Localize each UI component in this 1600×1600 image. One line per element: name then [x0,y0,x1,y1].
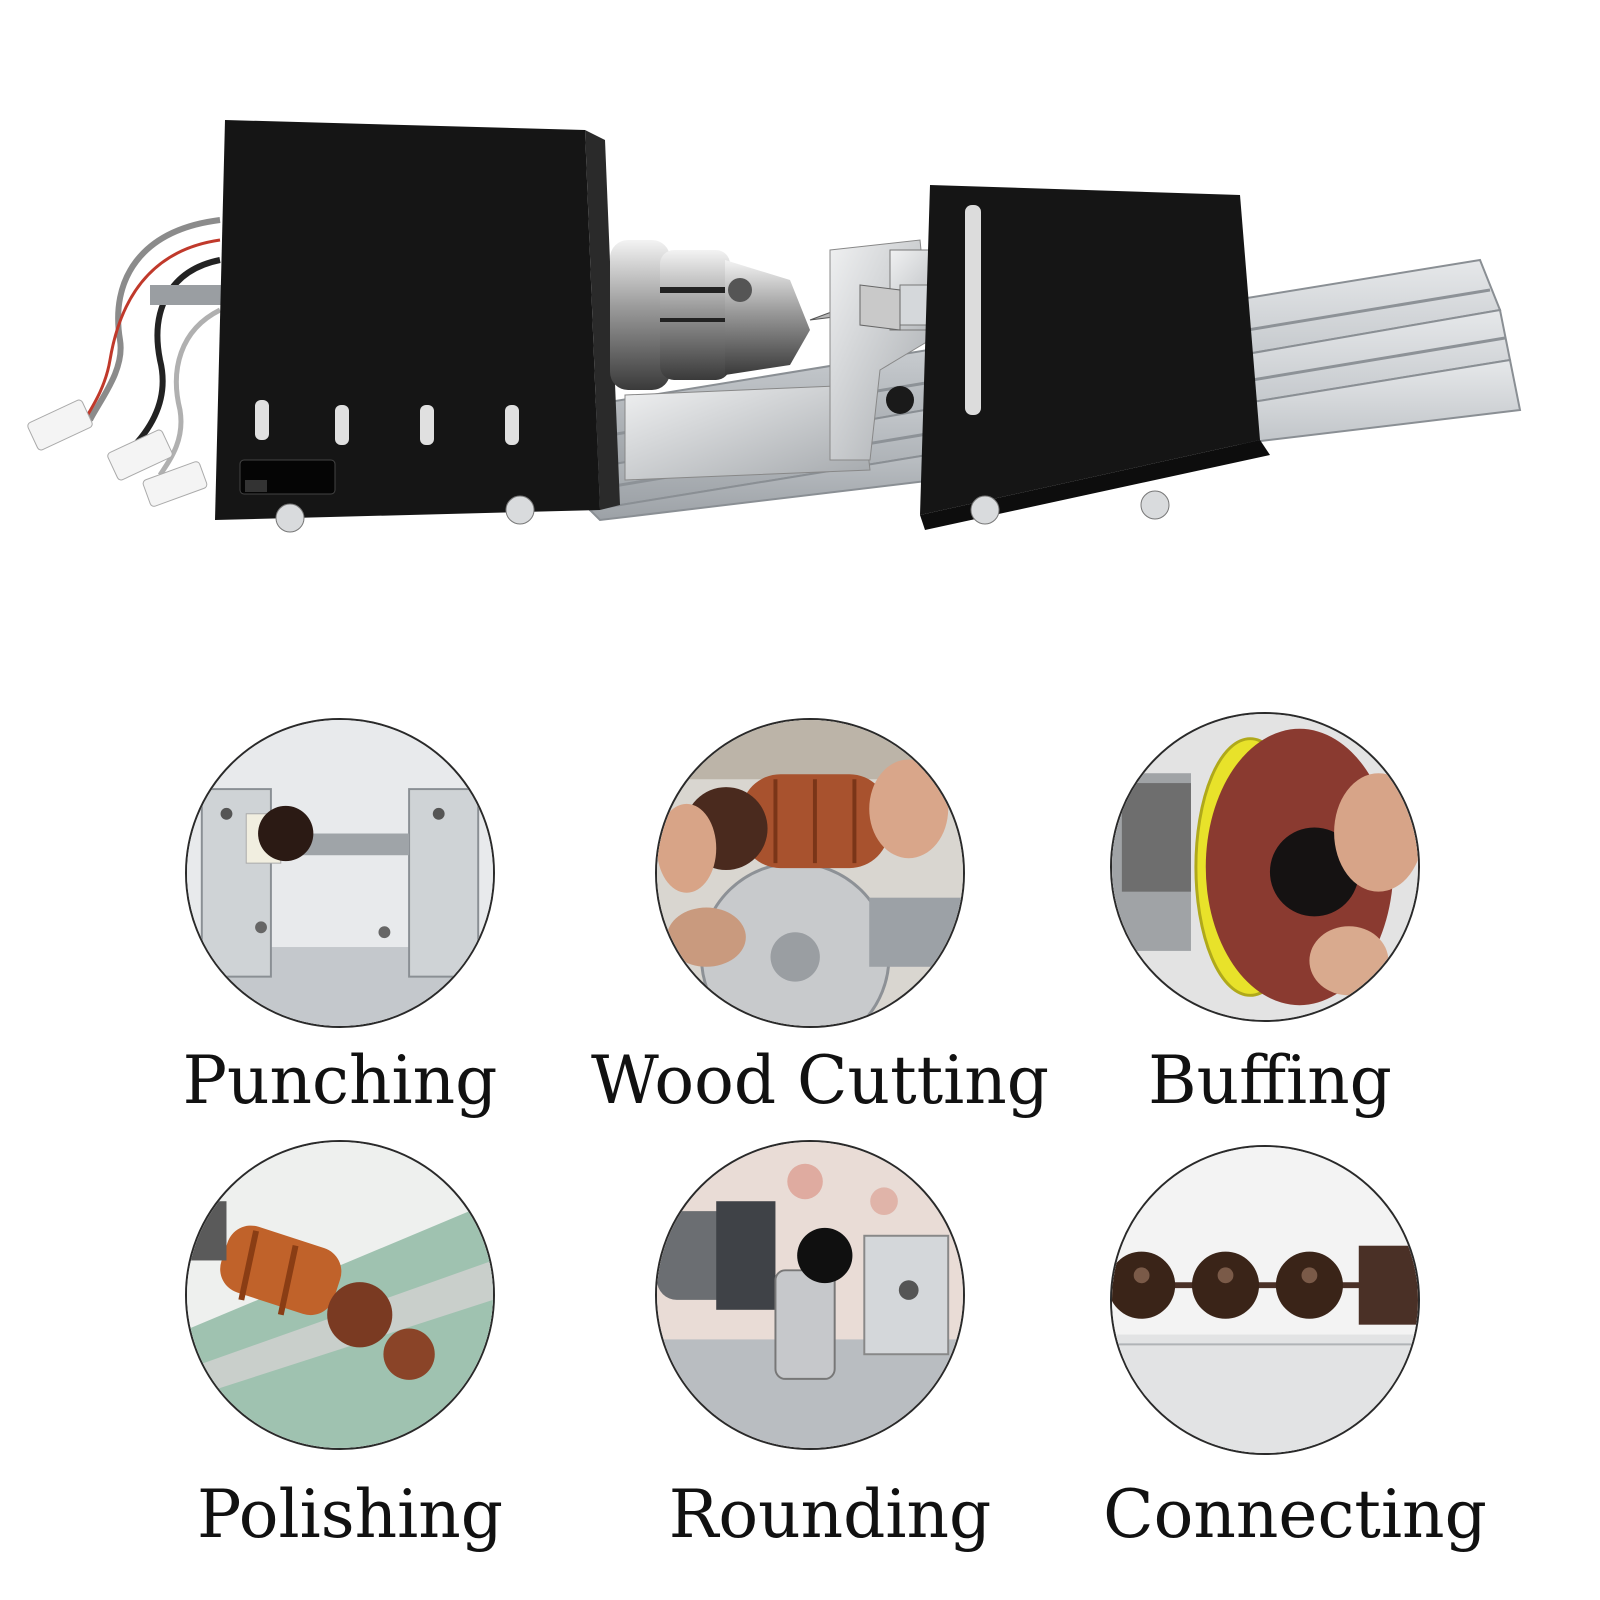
punching-photo-icon [185,718,495,1028]
feature-label-buffing: Buffing [1148,1042,1392,1119]
feature-label-polishing: Polishing [197,1476,503,1553]
wood-cutting-photo-icon [655,718,965,1028]
feature-label-rounding: Rounding [668,1476,992,1553]
connecting-photo-icon [1110,1145,1420,1455]
product-image-lathe [20,110,1540,550]
feature-label-wood-cutting: Wood Cutting [591,1042,1049,1119]
rounding-photo-icon [655,1140,965,1450]
feature-label-punching: Punching [182,1042,498,1119]
feature-label-connecting: Connecting [1103,1476,1487,1553]
polishing-photo-icon [185,1140,495,1450]
buffing-photo-icon [1110,712,1420,1022]
